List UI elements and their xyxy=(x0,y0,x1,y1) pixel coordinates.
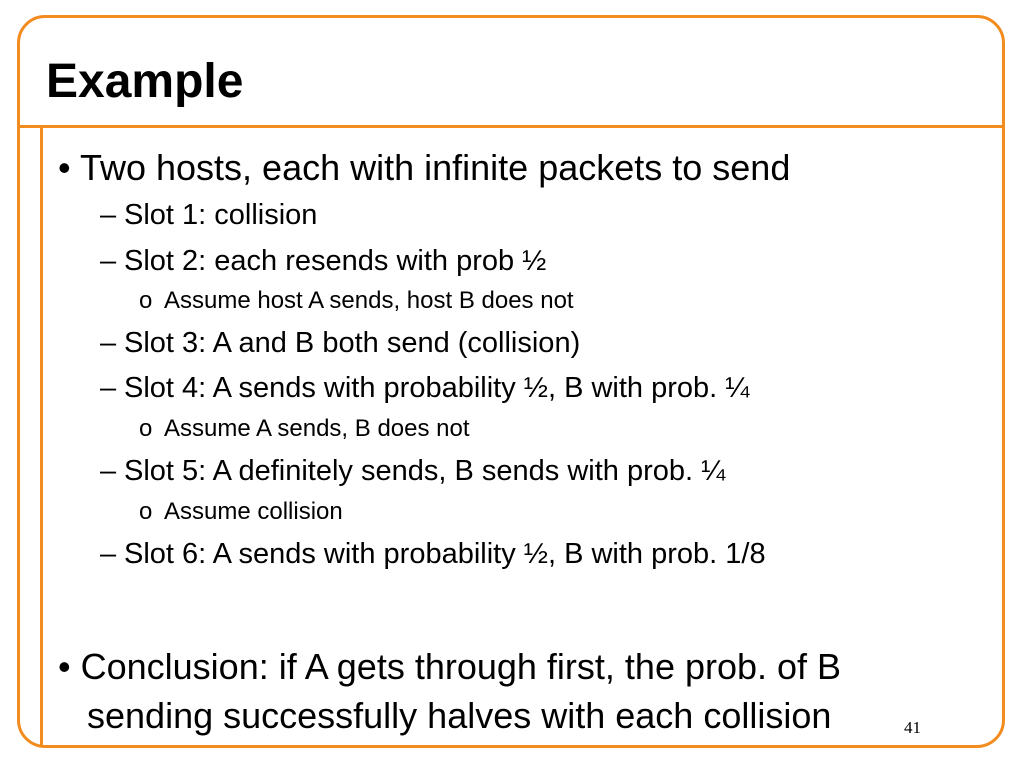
o-marker: o xyxy=(139,415,153,442)
sub-bullet-slot-4: –Slot 4: A sends with probability ½, B w… xyxy=(100,370,749,406)
dash-marker: – xyxy=(100,455,117,487)
third-level-text: Assume A sends, B does not xyxy=(164,415,470,442)
sub-bullet-slot-3: –Slot 3: A and B both send (collision) xyxy=(100,325,580,361)
slide-title: Example xyxy=(46,55,244,108)
sub-bullet-slot-1: –Slot 1: collision xyxy=(100,197,317,233)
sub-bullet-slot-5: –Slot 5: A definitely sends, B sends wit… xyxy=(100,453,725,489)
bullet-1: • Two hosts, each with infinite packets … xyxy=(58,146,790,190)
bullet-1-text: Two hosts, each with infinite packets to… xyxy=(79,147,791,188)
sub-bullet-text: Slot 2: each resends with prob ½ xyxy=(124,245,547,277)
sub-bullet-slot-2: –Slot 2: each resends with prob ½ xyxy=(100,243,546,279)
third-level-bullet: o Assume A sends, B does not xyxy=(139,414,470,444)
sub-bullet-text: Slot 4: A sends with probability ½, B wi… xyxy=(124,372,750,404)
bullet-2-continued: sending successfully halves with each co… xyxy=(87,694,831,738)
dash-marker: – xyxy=(100,199,117,231)
third-level-text: Assume collision xyxy=(164,498,343,525)
bullet-2-text-line-2: sending successfully halves with each co… xyxy=(87,695,832,736)
dash-marker: – xyxy=(100,372,117,404)
dash-marker: – xyxy=(100,538,117,570)
sub-bullet-text: Slot 5: A definitely sends, B sends with… xyxy=(124,455,726,487)
third-level-bullet: o Assume collision xyxy=(139,497,343,527)
slide-frame xyxy=(17,15,1005,748)
third-level-bullet: o Assume host A sends, host B does not xyxy=(139,286,574,316)
bullet-2: • Conclusion: if A gets through first, t… xyxy=(58,645,841,689)
dash-marker: – xyxy=(100,327,117,359)
bullet-marker: • xyxy=(58,646,71,687)
bullet-marker: • xyxy=(58,147,71,188)
sub-bullet-text: Slot 3: A and B both send (collision) xyxy=(124,327,581,359)
o-marker: o xyxy=(139,498,153,525)
title-divider xyxy=(17,125,1005,128)
sub-bullet-text: Slot 6: A sends with probability ½, B wi… xyxy=(124,538,766,570)
third-level-text: Assume host A sends, host B does not xyxy=(164,287,574,314)
dash-marker: – xyxy=(100,245,117,277)
sub-bullet-text: Slot 1: collision xyxy=(124,199,318,231)
o-marker: o xyxy=(139,287,153,314)
sub-bullet-slot-6: –Slot 6: A sends with probability ½, B w… xyxy=(100,536,766,572)
side-divider xyxy=(40,128,43,745)
bullet-2-text-line-1: Conclusion: if A gets through first, the… xyxy=(80,646,842,687)
page-number: 41 xyxy=(904,718,921,737)
